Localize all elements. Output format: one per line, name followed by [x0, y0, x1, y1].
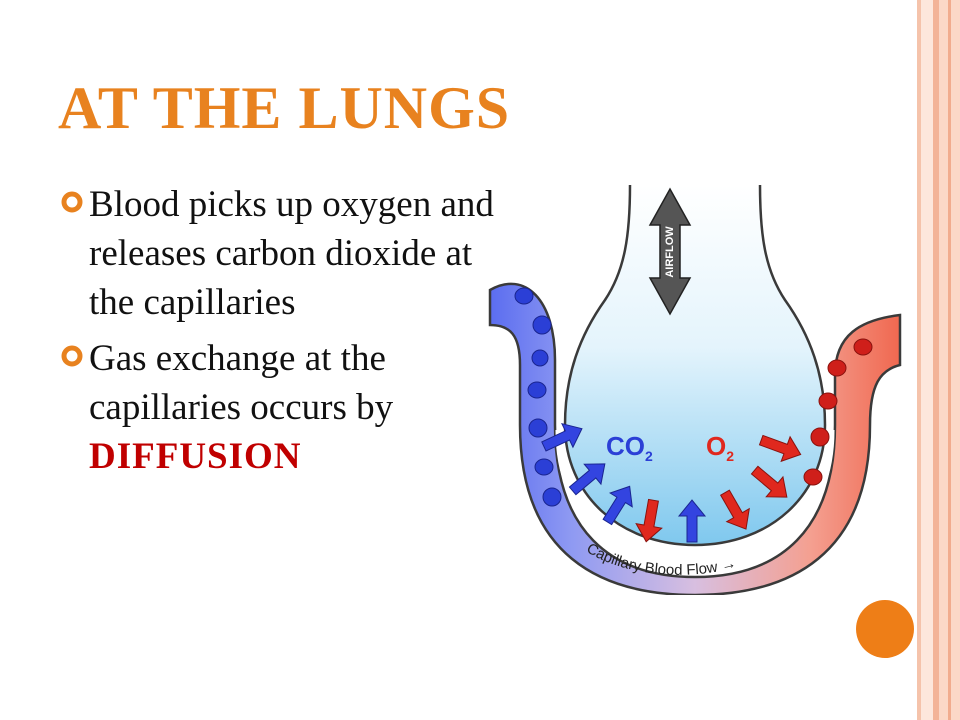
blood-cell	[542, 487, 562, 507]
co2-label: CO2	[606, 431, 653, 464]
o2-arrow-icon	[635, 498, 663, 543]
blood-cell	[531, 349, 549, 367]
bullet-text: Blood picks up oxygen and releases carbo…	[89, 184, 494, 323]
edge-stripe	[948, 0, 951, 720]
bullet-item: Blood picks up oxygen and releases carbo…	[60, 180, 500, 327]
oxygenated-blood-cells	[803, 338, 873, 486]
blood-cell	[803, 468, 823, 486]
blood-cell	[534, 458, 554, 476]
bullet-item: Gas exchange at the capillaries occurs b…	[60, 334, 500, 481]
capillary-tube	[488, 282, 902, 595]
decorative-orange-dot	[856, 600, 914, 658]
o2-arrow-icon	[750, 465, 788, 498]
emphasis-term: DIFFUSION	[89, 436, 302, 477]
blood-cell	[514, 287, 534, 305]
blood-cell	[527, 381, 547, 399]
blood-cell	[818, 392, 838, 410]
blood-cell	[528, 418, 548, 438]
co2-arrow-icon	[677, 499, 707, 543]
blood-cell	[532, 315, 552, 335]
o2-arrow-icon	[719, 489, 750, 530]
alveolus-capillary-diagram: AIRFLOW CO2 O2 Capillary Blood Flow	[488, 184, 902, 595]
co2-arrow-icon	[568, 463, 606, 496]
orange-ring-bullet-icon	[61, 345, 83, 367]
o2-label: O2	[706, 431, 734, 464]
slide-title: AT THE LUNGS	[58, 75, 511, 141]
orange-ring-bullet-icon	[61, 191, 83, 213]
o2-arrow-icon	[758, 434, 802, 463]
alveolus-outline	[563, 184, 827, 547]
capillary-wall	[555, 429, 835, 565]
blood-cell	[853, 338, 873, 356]
edge-stripe	[921, 0, 933, 720]
co2-arrow-icon	[602, 485, 633, 526]
edge-stripe	[933, 0, 939, 720]
alveolus-sac	[565, 185, 825, 545]
blood-cell	[827, 359, 847, 377]
blood-cell	[810, 427, 830, 447]
airflow-arrow-icon: AIRFLOW	[648, 187, 692, 316]
deoxygenated-blood-cells	[514, 287, 562, 507]
airflow-label: AIRFLOW	[664, 226, 676, 278]
co2-diffusion-arrows	[541, 422, 707, 543]
co2-arrow-icon	[541, 422, 583, 452]
edge-stripe	[917, 0, 921, 720]
bullet-text: Gas exchange at the capillaries occurs b…	[89, 338, 394, 428]
o2-diffusion-arrows	[635, 434, 802, 543]
bullet-list: Blood picks up oxygen and releases carbo…	[60, 180, 500, 488]
